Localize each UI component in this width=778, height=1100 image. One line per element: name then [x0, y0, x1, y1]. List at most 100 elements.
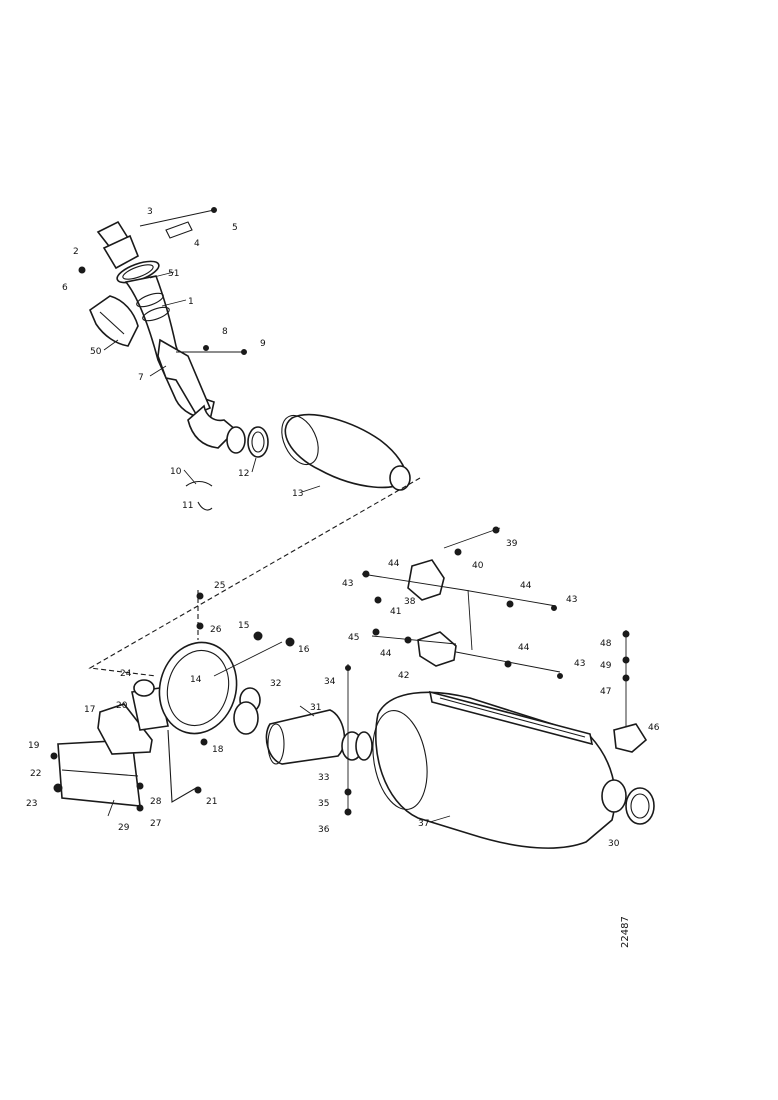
callout-label: 45: [348, 633, 359, 643]
callout-label: 1: [188, 297, 194, 307]
callout-label: 43: [342, 579, 353, 589]
bolt-icon: [557, 673, 563, 679]
bracket-plate-29-fold: [61, 769, 139, 777]
pipe-31-end: [267, 723, 285, 765]
callout-label: 7: [138, 373, 144, 383]
callout-label: 43: [574, 659, 585, 669]
callout-label: 48: [600, 639, 612, 649]
nut-icon: [194, 786, 202, 794]
front-silencer-13: [281, 413, 411, 491]
callout-label: 9: [260, 339, 266, 349]
nut-icon: [622, 630, 630, 638]
nut-icon: [196, 622, 204, 630]
nut-icon: [136, 782, 144, 790]
hanger-bracket-38: [407, 559, 445, 601]
callout-label: 43: [566, 595, 577, 605]
callout-label: 16: [298, 645, 310, 655]
bolt-icon: [196, 592, 204, 600]
callout-label: 34: [324, 677, 336, 687]
support-ring-14-inner: [166, 649, 230, 727]
callout-label: 31: [310, 703, 321, 713]
callout-label: 8: [222, 327, 228, 337]
callout-label: 5: [232, 223, 238, 233]
callout-label: 24: [120, 669, 132, 679]
inlet-pipe-assembly: [78, 207, 269, 511]
mounting-rail-30-detail: [439, 697, 586, 738]
callout-label: 6: [62, 283, 68, 293]
nut-icon: [78, 266, 86, 274]
callout-label: 18: [212, 745, 224, 755]
callout-label: 51: [168, 269, 179, 279]
callout-label: 28: [150, 797, 162, 807]
callout-label: 21: [206, 797, 217, 807]
nut-icon: [622, 656, 630, 664]
callout-label: 20: [116, 701, 128, 711]
callout-label: 4: [194, 239, 200, 249]
hose-clip-10: [185, 480, 213, 487]
callout-label: 29: [118, 823, 130, 833]
clamp-36-inner: [630, 793, 650, 819]
callout-label: 3: [147, 207, 153, 217]
callout-label: 11: [182, 501, 193, 511]
bracket-7: [157, 338, 212, 416]
bolt-icon: [551, 605, 557, 611]
nut-icon: [253, 631, 263, 641]
bolt-icon: [492, 526, 500, 534]
bolt-icon: [241, 349, 247, 355]
silencer-37-inlet: [355, 731, 373, 761]
nut-icon: [344, 808, 352, 816]
bolt-icon: [345, 665, 351, 671]
callout-label: 47: [600, 687, 611, 697]
heat-shield-50-rib: [99, 311, 125, 335]
silencer-13-body: [284, 413, 407, 489]
callout-label: 27: [150, 819, 161, 829]
hanger-bracket-group: [361, 526, 648, 753]
hanger-bracket-42: [417, 631, 457, 667]
mounting-rail-30: [428, 690, 594, 746]
callout-label: 32: [270, 679, 281, 689]
connecting-pipe-assembly: [233, 664, 363, 816]
callout-label: 38: [404, 597, 416, 607]
nut-icon: [374, 596, 382, 604]
inlet-flange-collar: [102, 234, 140, 270]
nut-icon: [285, 637, 295, 647]
nut-icon: [53, 783, 63, 793]
callout-label: 41: [390, 607, 401, 617]
pipe-31: [265, 709, 346, 765]
clamp-12-ring-inner: [251, 431, 265, 453]
pipe-ring-b: [142, 306, 170, 322]
callout-label: 12: [238, 469, 249, 479]
callout-label: 19: [28, 741, 40, 751]
silencer-13-end: [281, 414, 319, 466]
nut-icon: [506, 600, 514, 608]
nut-icon: [344, 788, 352, 796]
callout-label: 39: [506, 539, 518, 549]
callout-label: 33: [318, 773, 329, 783]
callout-label: 40: [472, 561, 484, 571]
callout-label: 22: [30, 769, 41, 779]
callout-label: 50: [90, 347, 102, 357]
clamp-36: [625, 787, 655, 825]
leader-lines: [103, 271, 451, 823]
callout-label: 44: [380, 649, 392, 659]
callout-label: 35: [318, 799, 329, 809]
callout-label: 23: [26, 799, 37, 809]
nut-icon: [404, 636, 412, 644]
clamp-ring-51-inner: [122, 264, 154, 280]
bracket-17: [97, 703, 153, 755]
support-ring-14: [158, 641, 238, 735]
callout-label: 2: [73, 247, 79, 257]
silencer-37-outlet: [601, 779, 627, 813]
clamp-12-ring: [247, 426, 269, 458]
callout-label: 13: [292, 489, 303, 499]
clamp-12: [226, 426, 246, 454]
nut-icon: [372, 628, 380, 636]
nut-icon: [200, 738, 208, 746]
silencer-13-outlet: [389, 465, 411, 491]
heat-shield-50: [89, 295, 139, 347]
callout-label: 15: [238, 621, 249, 631]
assembly-link-line: [88, 477, 421, 677]
bolt-icon: [211, 207, 217, 213]
